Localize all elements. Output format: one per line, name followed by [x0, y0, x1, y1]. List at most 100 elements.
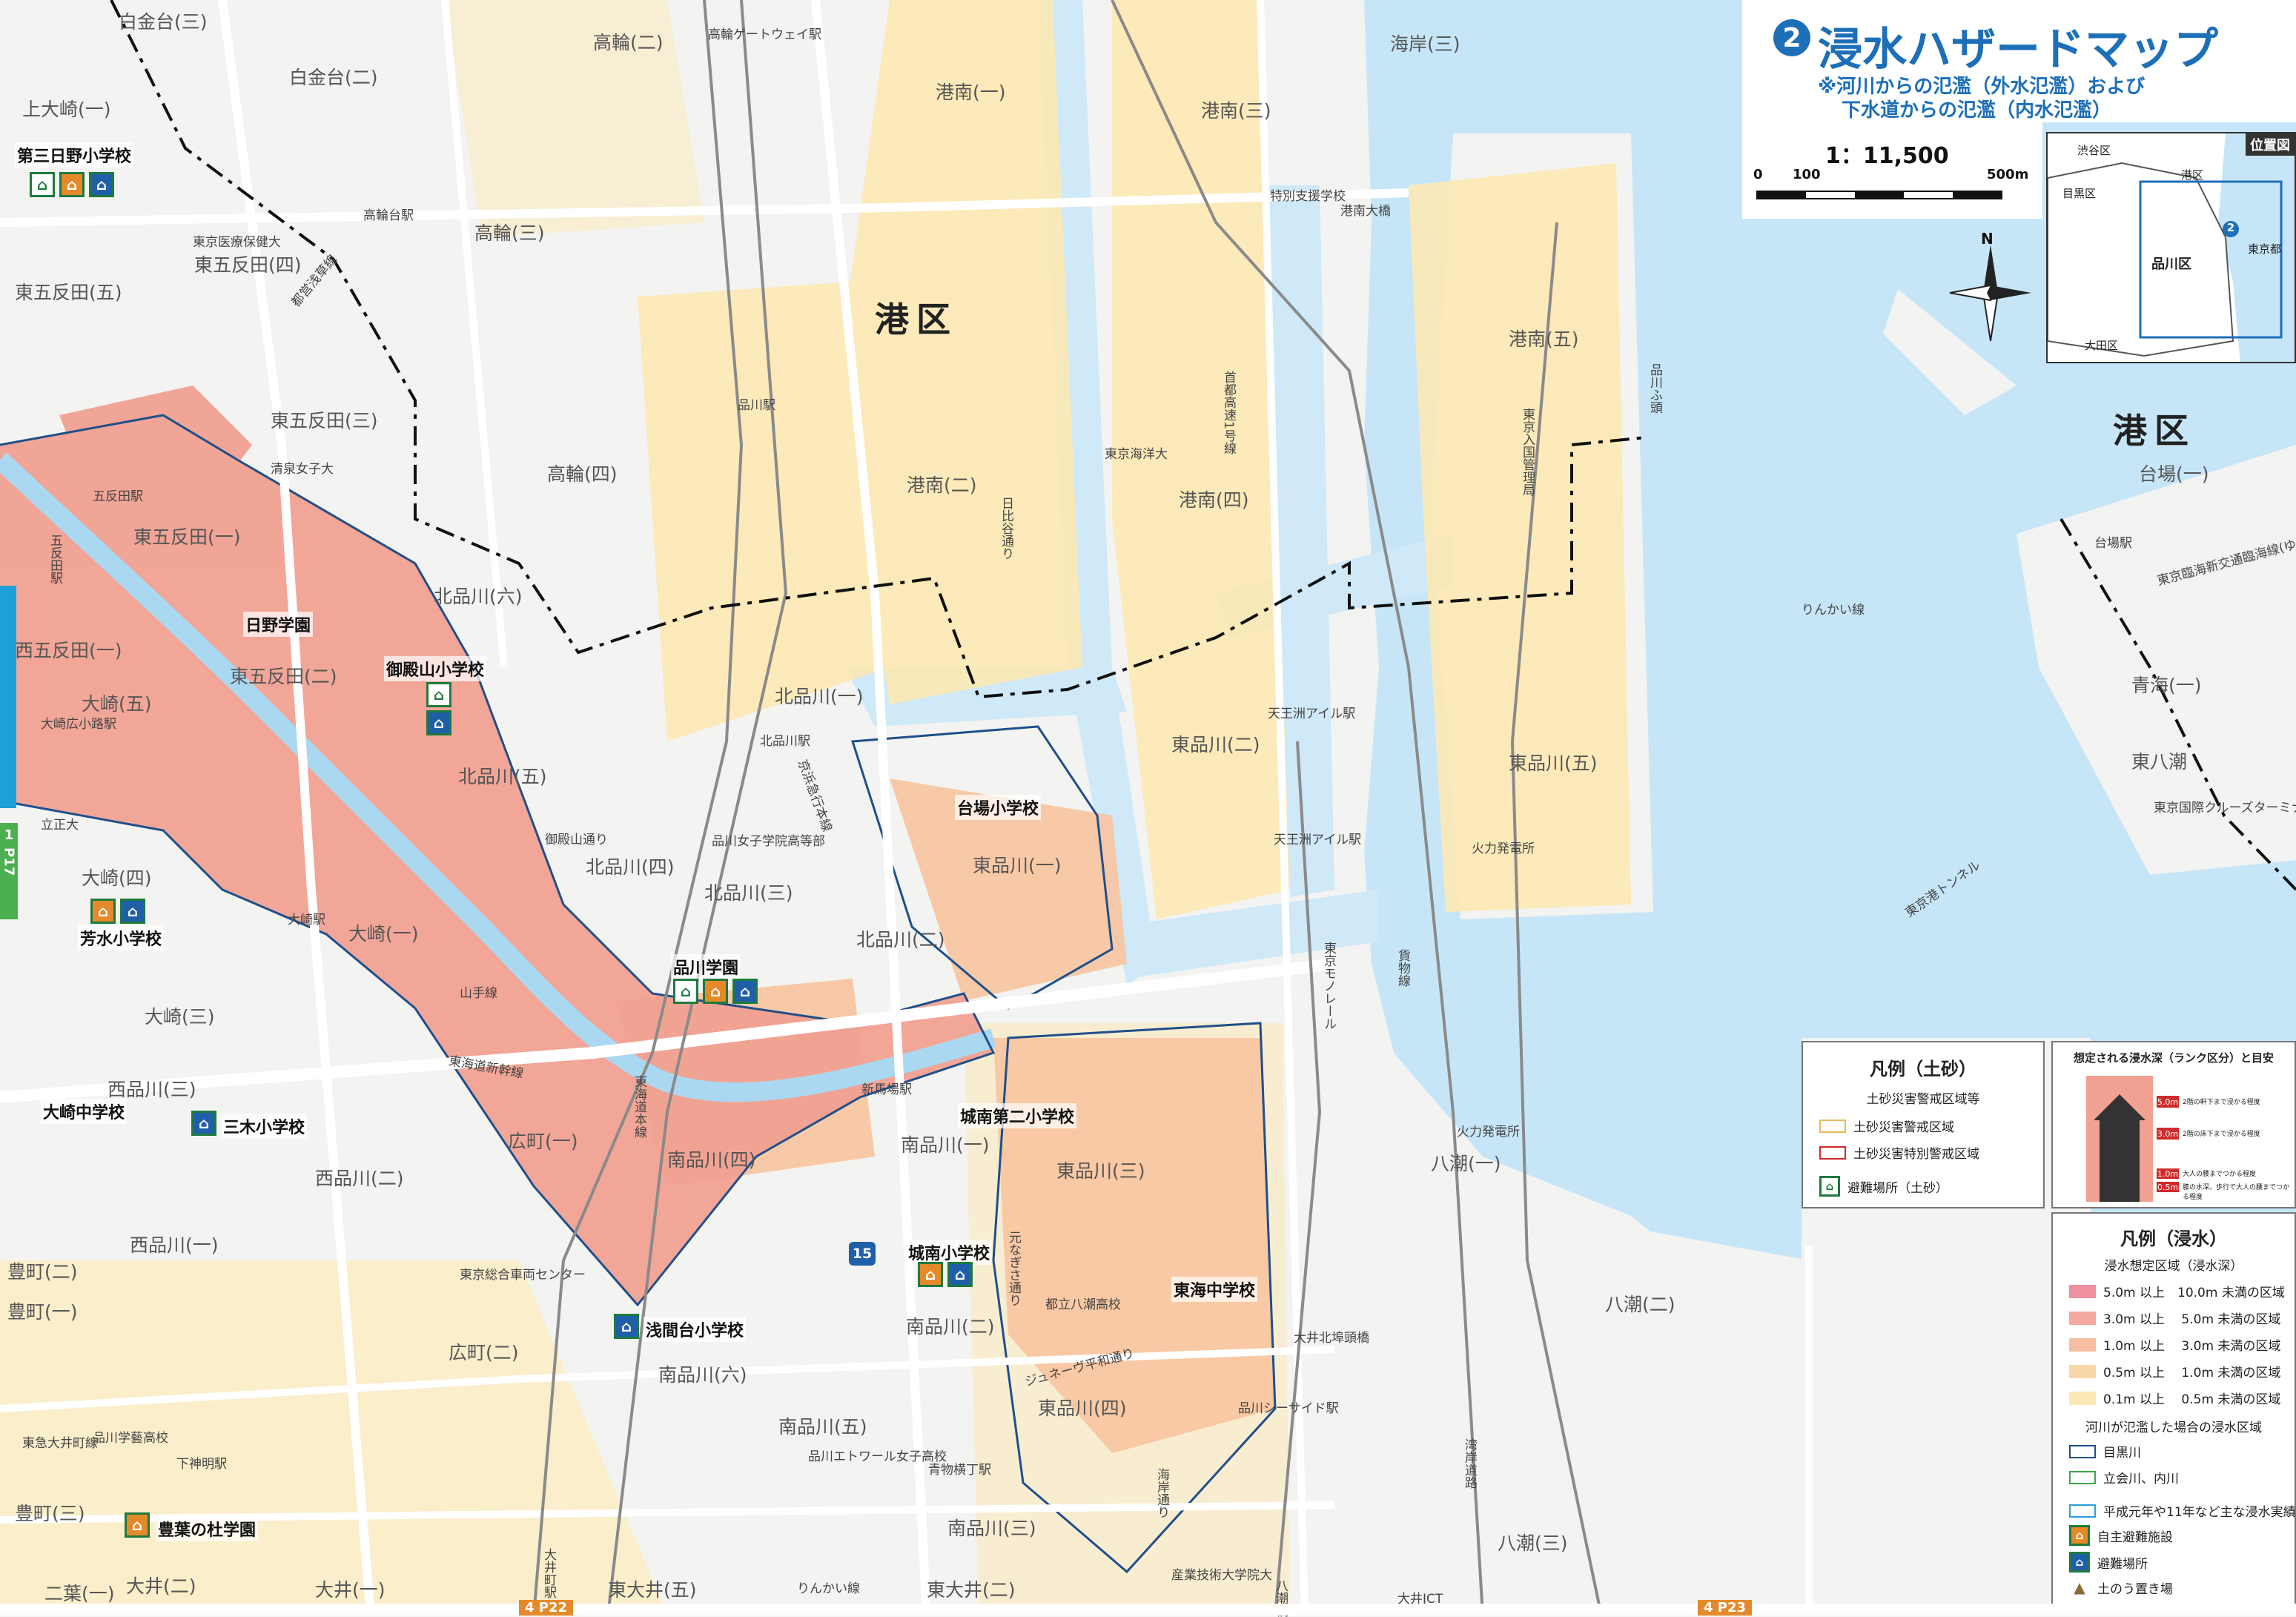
line-label: 首都高速1号線	[1221, 371, 1236, 454]
area-label: 大崎(五)	[82, 693, 152, 715]
shelter-icon[interactable]: ⌂	[947, 1262, 973, 1287]
shelter-label[interactable]: 豊葉の杜学園	[156, 1516, 259, 1541]
shelter-icon[interactable]: ⌂	[89, 172, 114, 197]
shelter-label[interactable]: 三木小学校	[221, 1114, 308, 1139]
line-label: 貨物線	[1395, 949, 1410, 987]
road-label: 日比谷通り	[999, 497, 1013, 560]
legend-row: 土砂災害警戒区域	[1819, 1117, 1954, 1135]
area-label: 東八潮	[2131, 751, 2188, 773]
legend-sediment: 凡例（土砂） 土砂災害警戒区域等 土砂災害警戒区域 土砂災害特別警戒区域 ⌂ 避…	[1802, 1041, 2045, 1208]
area-label: 東品川(一)	[973, 855, 1062, 876]
legend-swatch	[1819, 1119, 1846, 1133]
area-label: 二葉(一)	[44, 1583, 115, 1604]
legend-row: ⌂ 避難場所（土砂）	[1819, 1176, 1948, 1197]
line-label: 東急大井町線	[22, 1436, 98, 1451]
page-link-tab[interactable]: 1 P17	[0, 823, 18, 919]
shelter-icon[interactable]: ⌂	[426, 710, 451, 735]
shelter-label[interactable]: 品川学園	[671, 954, 741, 979]
shelter-label[interactable]: 大崎中学校	[41, 1099, 128, 1124]
area-label: 西五反田(一)	[15, 640, 122, 661]
shelter-label[interactable]: 東海中学校	[1171, 1277, 1258, 1302]
shelter-icon[interactable]: ⌂	[614, 1314, 639, 1339]
facility-label: 東京入国管理局	[1520, 408, 1535, 496]
area-label: 北品川(三)	[704, 882, 793, 904]
shelter-label[interactable]: 芳水小学校	[78, 925, 165, 950]
depth-guide-title: 想定される浸水深（ランク区分）と目安	[2073, 1051, 2274, 1065]
area-label: 西品川(一)	[130, 1234, 219, 1256]
voluntary-shelter-icon[interactable]: ⌂	[918, 1262, 943, 1287]
facility-label: 清泉女子大	[271, 462, 334, 477]
shelter-label[interactable]: 日野学園	[243, 612, 314, 637]
shelter-sediment-icon[interactable]: ⌂	[426, 682, 451, 707]
area-label: 東五反田(四)	[194, 254, 302, 276]
page-ref-left[interactable]: 4 P22	[519, 1600, 574, 1616]
legend-row: 3.0m 以上 5.0m 未満の区域	[2069, 1309, 2280, 1327]
legend-river-title: 河川が氾濫した場合の浸水区域	[2085, 1421, 2262, 1435]
shelter-sediment-icon[interactable]: ⌂	[30, 172, 55, 197]
shelter-label[interactable]: 台場小学校	[955, 795, 1042, 820]
shelter-icon[interactable]: ⌂	[191, 1111, 216, 1136]
location-inset-map[interactable]: 位置図 渋谷区 港区 目黒区 品川区 大田区 2 東京都	[2046, 132, 2296, 363]
area-label: 北品川(一)	[775, 686, 864, 707]
legend-label: 目黒川	[2103, 1446, 2141, 1461]
depth-note: 2階の軒下まで浸かる程度	[2183, 1099, 2260, 1106]
shelter-icon[interactable]: ⌂	[120, 899, 145, 924]
line-label: 山手線	[460, 986, 497, 1001]
shelter-label[interactable]: 第三日野小学校	[15, 142, 134, 168]
station-label: 大井町駅	[541, 1548, 556, 1598]
legend-label: 1.0m 以上 3.0m 未満の区域	[2103, 1339, 2281, 1354]
scale-panel	[1742, 122, 2042, 219]
area-label: 東五反田(二)	[230, 666, 337, 687]
area-label: 広町(一)	[508, 1131, 578, 1152]
loc-label: 品川区	[2151, 257, 2191, 272]
shelter-icon: ⌂	[2069, 1552, 2090, 1573]
station-label: 品川シーサイド駅	[1238, 1401, 1339, 1416]
voluntary-shelter-icon[interactable]: ⌂	[125, 1512, 150, 1538]
shelter-icon[interactable]: ⌂	[732, 979, 758, 1004]
shelter-label[interactable]: 城南小学校	[906, 1240, 993, 1265]
legend-swatch	[2069, 1504, 2096, 1518]
legend-label: 避難場所	[2097, 1556, 2148, 1572]
legend-label: 立会川、内川	[2103, 1472, 2179, 1487]
voluntary-shelter-icon[interactable]: ⌂	[59, 172, 85, 197]
legend-sediment-title: 凡例（土砂）	[1870, 1059, 1976, 1079]
shelter-label[interactable]: 御殿山小学校	[384, 656, 487, 681]
area-label: 八潮(一)	[1431, 1153, 1501, 1174]
river-flood-boundary	[992, 1022, 1277, 1574]
legend-depth-guide: 想定される浸水深（ランク区分）と目安 5.0m 3.0m 1.0m 0.5m 2…	[2051, 1041, 2296, 1208]
shelter-label[interactable]: 城南第二小学校	[958, 1103, 1077, 1128]
area-label: 南品川(六)	[658, 1364, 747, 1386]
area-label: 高輪(三)	[474, 222, 545, 244]
scale-tick-0: 0	[1753, 167, 1763, 182]
legend-flood-title: 凡例（浸水）	[2120, 1229, 2227, 1249]
area-label: 大井(一)	[315, 1579, 386, 1601]
canal	[1112, 890, 1379, 979]
legend-label: 3.0m 以上 5.0m 未満の区域	[2103, 1312, 2281, 1327]
section-side-tab[interactable]	[0, 586, 16, 808]
voluntary-shelter-icon[interactable]: ⌂	[703, 979, 728, 1004]
facility-label: 特別支援学校	[1270, 189, 1346, 204]
page-tab-number: 1	[4, 827, 14, 843]
shelter-sediment-icon[interactable]: ⌂	[673, 979, 698, 1004]
legend-row: 土砂災害特別警戒区域	[1819, 1143, 1979, 1162]
station-label: 大崎広小路駅	[41, 717, 116, 732]
road-label: 海岸通り	[1154, 1468, 1169, 1518]
depth-mark: 0.5m	[2157, 1182, 2179, 1192]
facility-label: 東京総合車両センター	[460, 1268, 586, 1283]
compass-rose-icon	[1949, 245, 2031, 342]
area-label: 広町(二)	[449, 1342, 519, 1363]
station-label: 天王洲アイル駅	[1268, 707, 1356, 721]
legend-row: 平成元年や11年など主な浸水実績	[2069, 1501, 2296, 1520]
area-label: 八潮(三)	[1498, 1532, 1568, 1554]
area-label: 豊町(三)	[15, 1503, 85, 1524]
voluntary-shelter-icon[interactable]: ⌂	[90, 899, 116, 924]
legend-row: 立会川、内川	[2069, 1468, 2179, 1487]
shelter-label[interactable]: 浅間台小学校	[644, 1317, 747, 1342]
railways	[532, 0, 1603, 1616]
line-label: 東京モノレール	[1321, 942, 1336, 1030]
page-ref-right[interactable]: 4 P23	[1698, 1600, 1753, 1616]
legend-label: 土砂災害特別警戒区域	[1853, 1147, 1979, 1162]
legend-row: 0.1m 以上 0.5m 未満の区域	[2069, 1389, 2280, 1407]
facility-label: 品川エトワール女子高校	[808, 1449, 947, 1464]
